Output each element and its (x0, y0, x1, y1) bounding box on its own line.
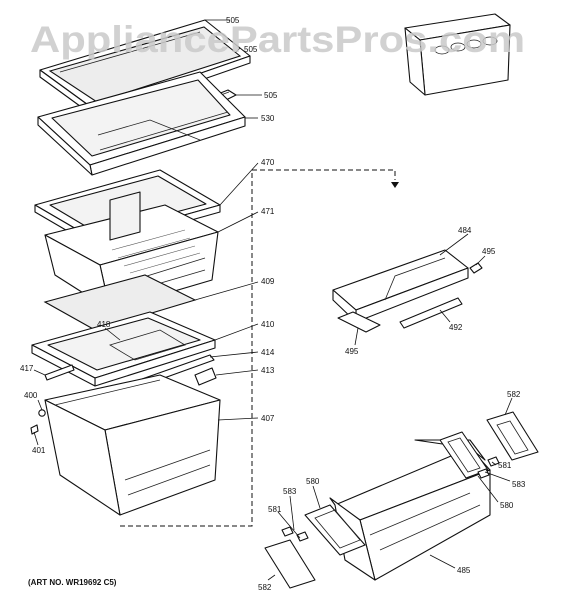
art-number: (ART NO. WR19692 C5) (28, 578, 117, 587)
label-471: 471 (261, 207, 275, 216)
label-505-top: 505 (226, 16, 240, 25)
label-583-right: 583 (512, 480, 526, 489)
label-581-left: 581 (268, 505, 282, 514)
bottom-drawer-407 (44, 374, 221, 516)
divider-clips-581-583 (281, 456, 500, 542)
label-407: 407 (261, 414, 275, 423)
label-417: 417 (20, 364, 34, 373)
shelf-frame-530 (37, 71, 246, 176)
door-bin-top-right (404, 13, 511, 96)
label-583-left: 583 (283, 487, 297, 496)
label-582-left: 582 (258, 583, 272, 592)
label-409: 409 (261, 277, 275, 286)
label-400: 400 (24, 391, 38, 400)
label-530: 530 (261, 114, 275, 123)
label-580-right: 580 (500, 501, 514, 510)
leader-lines (33, 19, 513, 581)
label-413: 413 (261, 366, 275, 375)
drawer-cover-410 (31, 311, 216, 387)
part-labels: 505 505 505 530 470 471 409 418 410 414 … (20, 16, 526, 592)
label-492: 492 (449, 323, 463, 332)
snack-pan-cover-484 (332, 249, 469, 323)
label-580-left: 580 (306, 477, 320, 486)
pan-divider-580-left (304, 504, 366, 556)
label-505-clip: 505 (264, 91, 278, 100)
label-495-left: 495 (345, 347, 359, 356)
small-hardware-400-401 (30, 409, 46, 435)
label-505-mid: 505 (244, 45, 258, 54)
label-581-right: 581 (498, 461, 512, 470)
label-484: 484 (458, 226, 472, 235)
label-495-right: 495 (482, 247, 496, 256)
label-485: 485 (457, 566, 471, 575)
label-470: 470 (261, 158, 275, 167)
label-401: 401 (32, 446, 46, 455)
label-418: 418 (97, 320, 111, 329)
divider-insert-582-top (486, 411, 539, 461)
cover-trim-492 (399, 297, 463, 329)
watermark-text: AppliancePartsPros.com (30, 19, 525, 60)
label-410: 410 (261, 320, 275, 329)
label-414: 414 (261, 348, 275, 357)
cover-caps-495 (337, 262, 483, 333)
divider-insert-582-bottom (264, 539, 316, 589)
pan-divider-580-right (439, 431, 489, 479)
label-582-right: 582 (507, 390, 521, 399)
